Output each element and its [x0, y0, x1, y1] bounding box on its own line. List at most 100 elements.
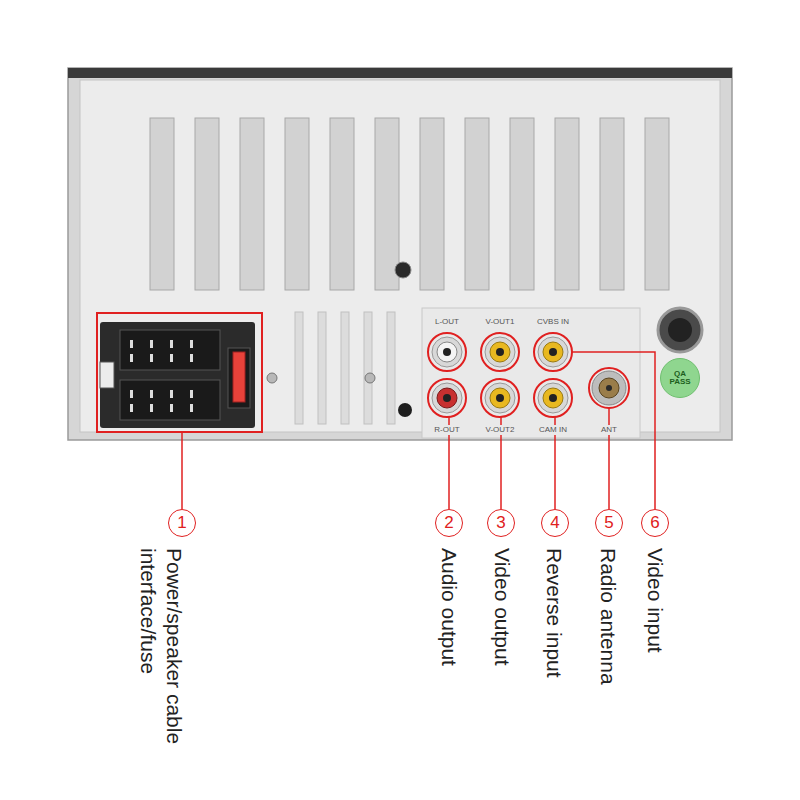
- rca-pin: [549, 394, 557, 402]
- callout-number: 2: [435, 509, 463, 537]
- rca-pin: [549, 348, 557, 356]
- callout-text: 1: [177, 513, 186, 533]
- callout-number: 1: [168, 509, 196, 537]
- port-label: CVBS IN: [535, 317, 571, 327]
- antenna-socket: [592, 371, 626, 405]
- rca-pin: [496, 394, 504, 402]
- part-description: Video output: [489, 548, 515, 666]
- rca-jack: [485, 383, 515, 413]
- pin: [190, 354, 193, 362]
- rca-ring-yellow: [490, 388, 510, 408]
- rca-pin: [496, 348, 504, 356]
- highlight-ring: [534, 333, 572, 371]
- vent-slot: [330, 118, 354, 290]
- sticker-text: QA PASS: [665, 370, 695, 386]
- screw: [267, 373, 277, 383]
- port-label: L-OUT: [433, 317, 461, 327]
- pin: [130, 354, 133, 362]
- highlight-ring: [534, 379, 572, 417]
- part-description: Audio output: [436, 548, 462, 666]
- callout-number: 3: [487, 509, 515, 537]
- qa-sticker: QA PASS: [660, 358, 700, 398]
- highlight-ring: [481, 333, 519, 371]
- callout-text: 5: [604, 513, 613, 533]
- callout-text: 2: [444, 513, 453, 533]
- highlight-ring: [428, 333, 466, 371]
- pin: [130, 390, 133, 398]
- mount-hole: [395, 262, 411, 278]
- rib: [341, 312, 349, 424]
- part-description: Radio antenna: [595, 548, 621, 685]
- vent-slot: [150, 118, 174, 290]
- pin-row: [120, 380, 220, 420]
- grommet-hole: [668, 318, 692, 342]
- pin: [170, 354, 173, 362]
- antenna-core: [599, 378, 619, 398]
- pin: [130, 340, 133, 348]
- leader-line: [608, 408, 610, 509]
- vent-slot: [465, 118, 489, 290]
- vent-slot: [420, 118, 444, 290]
- vent-slot: [600, 118, 624, 290]
- leader-line: [181, 432, 183, 509]
- port-label: V-OUT2: [484, 425, 517, 435]
- rca-panel: [422, 308, 640, 438]
- top-edge: [68, 68, 732, 78]
- housing: [68, 68, 732, 440]
- cable-grommet: [658, 308, 702, 352]
- rca-jack: [432, 383, 462, 413]
- highlight-ring: [428, 379, 466, 417]
- callout-text: 6: [650, 513, 659, 533]
- rca-ring-yellow: [543, 342, 563, 362]
- leader-line: [572, 352, 655, 509]
- pin: [190, 340, 193, 348]
- callout-number: 5: [595, 509, 623, 537]
- port-label: R-OUT: [432, 425, 461, 435]
- part-description: Power/speaker cable interface/fuse: [134, 548, 187, 763]
- rib: [364, 312, 372, 424]
- pin: [190, 390, 193, 398]
- highlight-ring: [589, 368, 629, 408]
- pin: [190, 404, 193, 412]
- pin-row: [120, 330, 220, 370]
- rca-jack: [485, 337, 515, 367]
- antenna-pin: [606, 385, 612, 391]
- rca-pin: [443, 394, 451, 402]
- port-label: V-OUT1: [484, 317, 517, 327]
- highlight-ring: [481, 379, 519, 417]
- vent-slot: [645, 118, 669, 290]
- fuse: [233, 352, 245, 402]
- rear-panel: [80, 80, 720, 432]
- vent-slot: [375, 118, 399, 290]
- pin: [170, 340, 173, 348]
- port-label: ANT: [599, 425, 619, 435]
- port-label: CAM IN: [537, 425, 569, 435]
- rca-pin: [443, 348, 451, 356]
- vent-slot: [240, 118, 264, 290]
- part-description: Reverse input: [541, 548, 567, 678]
- callout-number: 6: [641, 509, 669, 537]
- pin: [150, 390, 153, 398]
- vent-slot: [510, 118, 534, 290]
- pin: [150, 340, 153, 348]
- vent-slot: [555, 118, 579, 290]
- rca-jack: [432, 337, 462, 367]
- fuse-holder: [228, 348, 250, 408]
- rib: [387, 312, 395, 424]
- mic-jack: [398, 403, 412, 417]
- pin: [170, 404, 173, 412]
- callout-text: 4: [550, 513, 559, 533]
- rca-ring-yellow: [543, 388, 563, 408]
- vent-slot: [285, 118, 309, 290]
- pin: [150, 354, 153, 362]
- rca-ring-yellow: [490, 342, 510, 362]
- callout-text: 3: [496, 513, 505, 533]
- pin: [130, 404, 133, 412]
- screw: [365, 373, 375, 383]
- part-description: Video input: [642, 548, 668, 653]
- rca-jack: [538, 383, 568, 413]
- pin: [170, 390, 173, 398]
- callout-number: 4: [541, 509, 569, 537]
